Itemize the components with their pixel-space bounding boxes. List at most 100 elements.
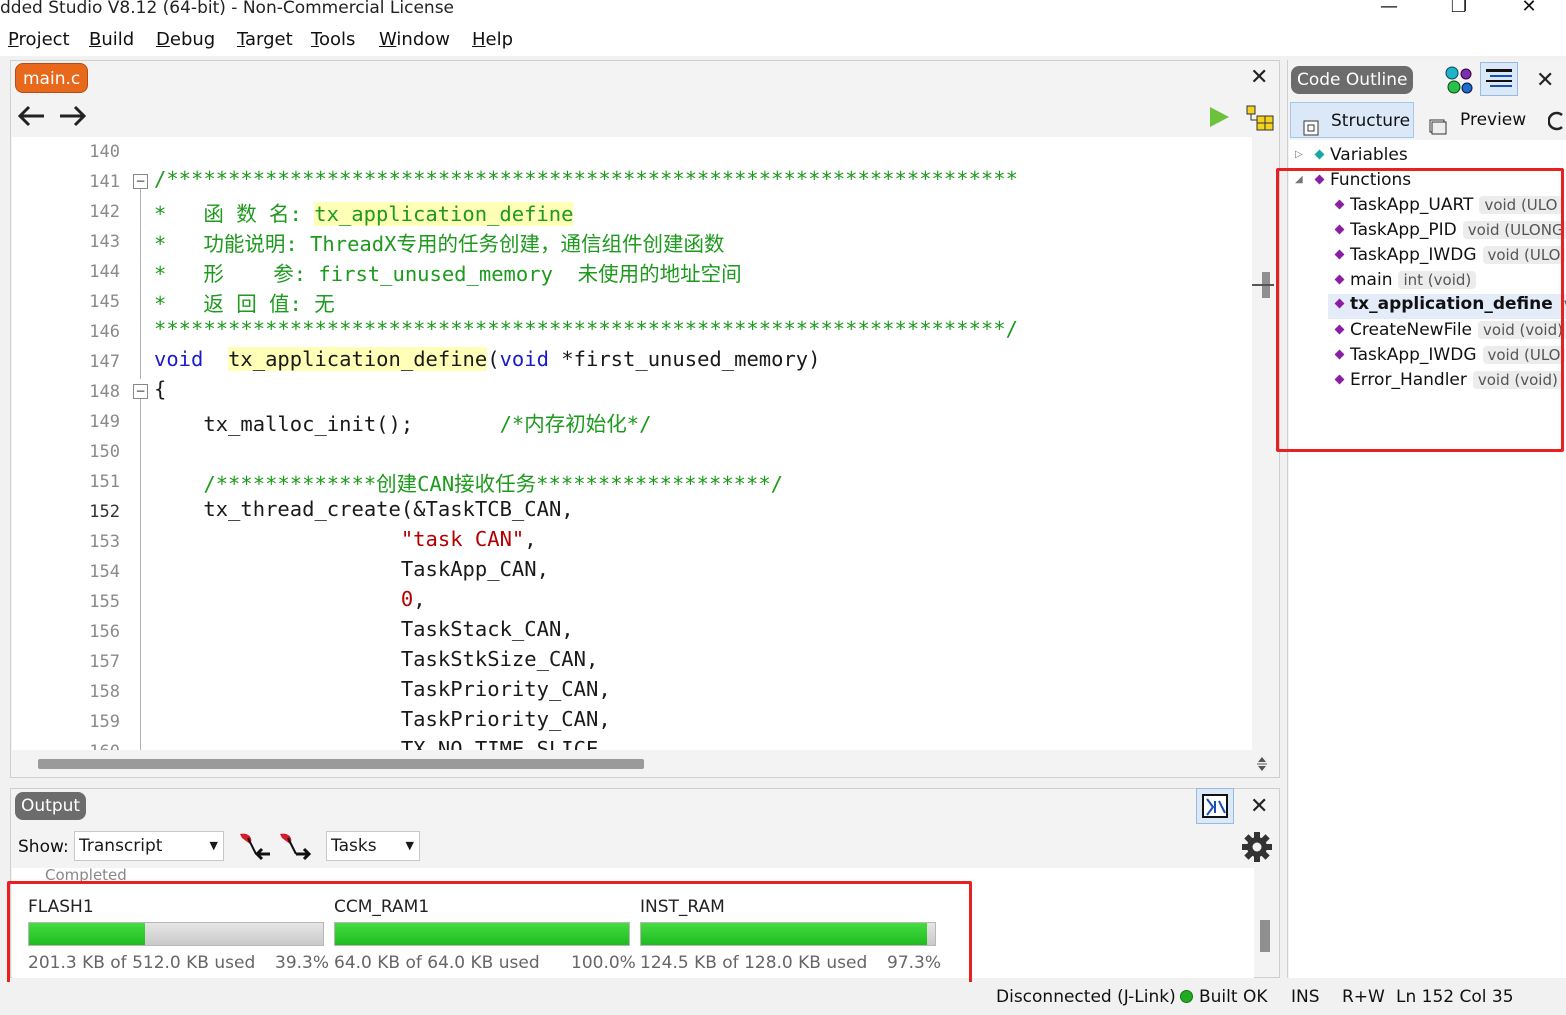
window-title: dded Studio V8.12 (64-bit) - Non-Commerc… (0, 0, 455, 18)
output-scroll-thumb[interactable] (1260, 920, 1270, 952)
output-log-icon[interactable] (1196, 788, 1234, 824)
memory-used-percent: 97.3% (887, 953, 942, 973)
memory-region-name: FLASH1 (28, 897, 94, 917)
code-line-149: tx_malloc_init(); /*内存初始化*/ (154, 412, 652, 436)
line-number: 151 (89, 472, 120, 492)
menu-build[interactable]: Build (89, 29, 135, 50)
tab-structure[interactable]: Structure (1290, 102, 1414, 138)
build-status: Built OK (1180, 987, 1267, 1007)
code-line-156: TaskStack_CAN, (154, 617, 574, 641)
menu-help[interactable]: Help (472, 29, 514, 50)
menu-tools[interactable]: Tools (311, 29, 356, 50)
show-select[interactable]: Transcript▼ (74, 831, 224, 861)
memory-used-text: 201.3 KB of 512.0 KB used (28, 953, 256, 973)
tab-preview[interactable]: Preview (1420, 102, 1538, 138)
horizontal-scroll-thumb[interactable] (38, 759, 644, 769)
code-line-144: * 形 参: first_unused_memory 未使用的地址空间 (154, 262, 742, 286)
connection-status: Disconnected (J-Link) (996, 987, 1176, 1007)
code-line-142: * 函 数 名: tx_application_define (154, 202, 574, 226)
outline-close-icon[interactable]: ✕ (1536, 68, 1555, 93)
line-number: 156 (89, 622, 120, 642)
code-line-159: TaskPriority_CAN, (154, 707, 611, 731)
maximize-button[interactable]: ❐ (1450, 0, 1468, 17)
refresh-icon[interactable] (1547, 110, 1564, 132)
status-bar: Disconnected (J-Link) Built OK INS R+W L… (0, 982, 1566, 1015)
title-bar: dded Studio V8.12 (64-bit) - Non-Commerc… (0, 0, 1566, 26)
outline-list-toggle[interactable] (1480, 62, 1518, 96)
resize-arrows-icon[interactable] (1255, 756, 1269, 772)
code-outline-title: Code Outline (1291, 66, 1414, 94)
code-line-145: * 返 回 值: 无 (154, 292, 335, 316)
output-close-icon[interactable]: ✕ (1250, 794, 1269, 819)
line-number: 145 (89, 292, 120, 312)
code-line-146: ****************************************… (154, 317, 1018, 341)
expand-arrow-icon[interactable]: ▷ (1295, 149, 1303, 160)
menu-project[interactable]: Project (8, 29, 70, 50)
outline-symbols-icon[interactable] (1442, 64, 1476, 96)
code-line-141: /***************************************… (154, 167, 1018, 191)
previous-error-icon[interactable] (236, 830, 272, 864)
editor-close-icon[interactable]: ✕ (1250, 65, 1269, 90)
line-number: 159 (89, 712, 120, 732)
annotation-box-functions (1276, 168, 1564, 452)
minimize-button[interactable]: — (1380, 0, 1398, 17)
memory-used-percent: 39.3% (275, 953, 330, 973)
tree-node-variables[interactable]: Variables (1314, 145, 1408, 170)
line-number-current: 152 (89, 502, 120, 522)
line-number: 154 (89, 562, 120, 582)
code-line-158: TaskPriority_CAN, (154, 677, 611, 701)
insert-mode: INS (1291, 987, 1320, 1007)
menu-bar: Project Build Debug Target Tools Window … (0, 26, 1566, 56)
code-line-143: * 功能说明: ThreadX专用的任务创建，通信组件创建函数 (154, 232, 725, 256)
line-number: 146 (89, 322, 120, 342)
line-number: 148 (89, 382, 120, 402)
memory-used-text: 64.0 KB of 64.0 KB used (334, 953, 540, 973)
memory-usage-bar (334, 922, 630, 946)
menu-window[interactable]: Window (379, 29, 450, 50)
memory-used-text: 124.5 KB of 128.0 KB used (640, 953, 868, 973)
show-label: Show: (18, 837, 69, 857)
editor-tab-main-c[interactable]: main.c (15, 63, 89, 93)
close-window-button[interactable]: ✕ (1521, 0, 1537, 17)
completed-text: Completed (45, 866, 127, 884)
line-number: 157 (89, 652, 120, 672)
collapse-arrow-icon[interactable]: ◢ (1295, 174, 1303, 185)
memory-usage-fill (29, 923, 145, 945)
line-number-gutter: 140 141 142 143 144 145 146 147 148 149 … (12, 137, 140, 750)
forward-arrow-icon[interactable] (56, 100, 88, 132)
line-number: 143 (89, 232, 120, 252)
layout-icon[interactable] (1245, 104, 1275, 132)
line-number: 141 (89, 172, 120, 192)
function-item-selected[interactable]: tx_application_definevo (1328, 294, 1566, 319)
next-error-icon[interactable] (276, 830, 312, 864)
build-ok-icon (1180, 990, 1193, 1003)
run-icon[interactable] (1208, 106, 1230, 128)
line-number: 160 (12, 742, 120, 750)
back-arrow-icon[interactable] (16, 100, 48, 132)
fold-toggle-icon[interactable]: − (133, 174, 148, 189)
chevron-down-icon: ▼ (209, 839, 218, 852)
tasks-select[interactable]: Tasks▼ (326, 831, 420, 861)
variable-icon (1314, 149, 1325, 160)
horizontal-scrollbar[interactable] (12, 753, 1252, 775)
code-editor[interactable]: 140 141 142 143 144 145 146 147 148 149 … (12, 137, 1252, 750)
memory-usage-fill (335, 923, 629, 945)
code-line-154: TaskApp_CAN, (154, 557, 549, 581)
code-line-151: /*************创建CAN接收任务*****************… (154, 472, 784, 496)
fold-toggle-icon[interactable]: − (133, 384, 148, 399)
code-line-148: { (154, 377, 167, 401)
menu-debug[interactable]: Debug (156, 29, 216, 50)
gear-icon[interactable] (1240, 830, 1274, 864)
line-number: 158 (89, 682, 120, 702)
code-line-152: tx_thread_create(&TaskTCB_CAN, (154, 497, 574, 521)
tree-node-functions[interactable]: Functions (1314, 170, 1411, 195)
split-handle[interactable] (1252, 284, 1274, 286)
menu-target[interactable]: Target (237, 29, 293, 50)
